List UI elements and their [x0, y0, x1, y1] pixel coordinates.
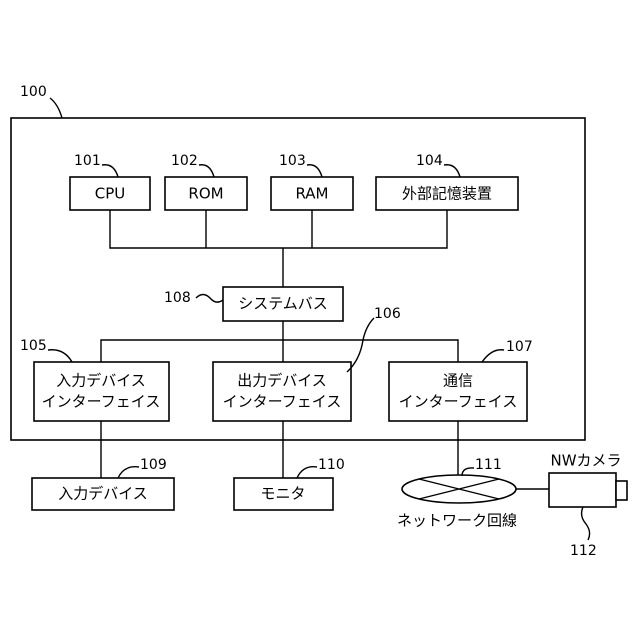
output-if-ref: 106 — [374, 306, 401, 322]
nw-camera-icon — [549, 473, 627, 507]
svg-text:通信: 通信 — [443, 372, 473, 390]
input-dev-ref: 109 — [140, 457, 167, 473]
network-line-icon — [402, 475, 516, 503]
rom-ref: 102 — [171, 153, 198, 169]
cpu-block: CPU — [70, 177, 150, 210]
system-ref-leader — [50, 98, 62, 118]
communication-interface-block: 通信 インターフェイス — [389, 362, 527, 421]
svg-text:CPU: CPU — [95, 185, 126, 203]
system-ref: 100 — [20, 84, 47, 100]
system-bus-block: システムバス — [223, 287, 343, 321]
output-device-interface-block: 出力デバイス インターフェイス — [213, 362, 351, 421]
camera-label: NWカメラ — [550, 452, 621, 470]
svg-text:インターフェイス: インターフェイス — [399, 393, 518, 411]
svg-text:外部記憶装置: 外部記憶装置 — [402, 185, 492, 203]
svg-text:モニタ: モニタ — [260, 485, 305, 503]
camera-ref: 112 — [570, 543, 597, 559]
input-device-interface-block: 入力デバイス インターフェイス — [34, 362, 169, 421]
svg-text:ROM: ROM — [188, 185, 223, 203]
input-dev-ref-leader — [118, 467, 139, 478]
svg-text:入力デバイス: 入力デバイス — [56, 372, 146, 390]
rom-block: ROM — [165, 177, 247, 210]
storage-ref: 104 — [416, 153, 443, 169]
cpu-ref: 101 — [74, 153, 101, 169]
network-label: ネットワーク回線 — [397, 512, 517, 530]
input-device-block: 入力デバイス — [32, 478, 174, 510]
camera-ref-leader — [582, 507, 590, 540]
svg-text:システムバス: システムバス — [238, 295, 328, 313]
bus-ref: 108 — [164, 290, 191, 306]
svg-text:インターフェイス: インターフェイス — [42, 393, 161, 411]
svg-text:出力デバイス: 出力デバイス — [237, 372, 327, 390]
network-ref: 111 — [475, 457, 502, 473]
comm-if-ref: 107 — [506, 339, 533, 355]
ram-ref: 103 — [279, 153, 306, 169]
external-storage-block: 外部記憶装置 — [376, 177, 518, 210]
ram-block: RAM — [271, 177, 353, 210]
monitor-ref: 110 — [318, 457, 345, 473]
input-if-ref: 105 — [20, 338, 47, 354]
svg-text:インターフェイス: インターフェイス — [223, 393, 342, 411]
monitor-block: モニタ — [234, 478, 333, 510]
monitor-ref-leader — [297, 467, 317, 478]
svg-text:RAM: RAM — [295, 185, 328, 203]
svg-text:入力デバイス: 入力デバイス — [58, 485, 148, 503]
